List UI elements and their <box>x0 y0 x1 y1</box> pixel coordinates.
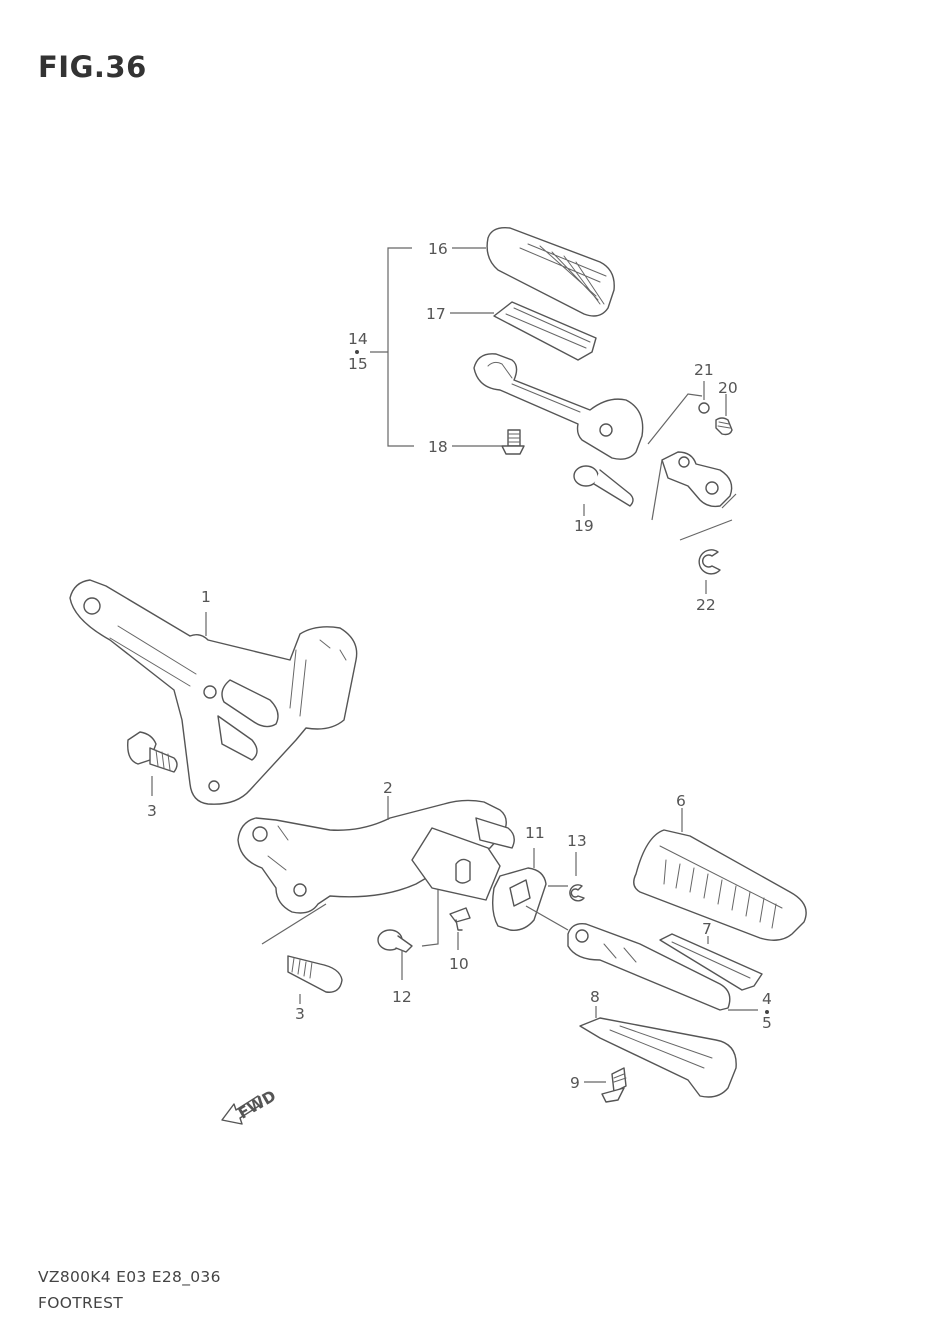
figure-code: VZ800K4 E03 E28_036 <box>38 1268 221 1286</box>
callout-12: 12 <box>392 988 412 1006</box>
part-7-plate <box>659 933 763 991</box>
passenger-footpeg-mount <box>651 451 737 541</box>
callout-21: 21 <box>694 361 714 379</box>
part-4-5-footpeg <box>525 905 758 1011</box>
part-16-footpeg-rubber <box>452 227 615 317</box>
callout-3-upper: 3 <box>147 802 157 820</box>
callout-dot-14-15 <box>355 350 359 354</box>
callout-10: 10 <box>449 955 469 973</box>
part-8-rubber <box>579 1006 737 1098</box>
callout-15: 15 <box>348 355 368 373</box>
part-17-plate <box>450 301 597 361</box>
part-3-bolt-lower <box>261 903 343 1004</box>
figure-title: FIG.36 <box>38 50 147 84</box>
part-12-pin <box>377 890 439 980</box>
callout-4: 4 <box>762 990 772 1008</box>
fwd-arrow-icon: FWD <box>221 1087 279 1125</box>
figure-name: FOOTREST <box>38 1294 124 1312</box>
callout-11: 11 <box>525 824 545 842</box>
part-1-bracket <box>69 579 358 805</box>
passenger-footpeg-arm <box>473 353 644 460</box>
part-10-pin <box>449 907 471 950</box>
callout-6: 6 <box>676 792 686 810</box>
part-21-ball <box>698 381 710 414</box>
callout-22: 22 <box>696 596 716 614</box>
callout-20: 20 <box>718 379 738 397</box>
part-18-screw <box>452 429 525 455</box>
callout-2: 2 <box>383 779 393 797</box>
callout-18: 18 <box>428 438 448 456</box>
part-3-bolt-upper <box>127 731 178 796</box>
part-9-screw <box>584 1067 627 1103</box>
part-22-e-clip <box>698 549 721 594</box>
callout-19: 19 <box>574 517 594 535</box>
part-2-bracket <box>237 796 515 914</box>
callout-13: 13 <box>567 832 587 850</box>
part-13-clip <box>548 852 585 902</box>
callout-14: 14 <box>348 330 368 348</box>
part-20-spring <box>715 394 733 436</box>
callout-8: 8 <box>590 988 600 1006</box>
callout-1: 1 <box>201 588 211 606</box>
bracket-14-15 <box>370 247 414 447</box>
callout-dot-4-5 <box>765 1010 769 1014</box>
part-19-pin <box>573 465 634 516</box>
callout-3-lower: 3 <box>295 1005 305 1023</box>
part-6-footpeg-rubber <box>633 808 807 941</box>
part-11-collar <box>411 827 547 931</box>
callout-17: 17 <box>426 305 446 323</box>
callout-9: 9 <box>570 1074 580 1092</box>
callout-5: 5 <box>762 1014 772 1032</box>
callout-7: 7 <box>702 920 712 938</box>
fwd-label: FWD <box>235 1087 279 1123</box>
callout-16: 16 <box>428 240 448 258</box>
